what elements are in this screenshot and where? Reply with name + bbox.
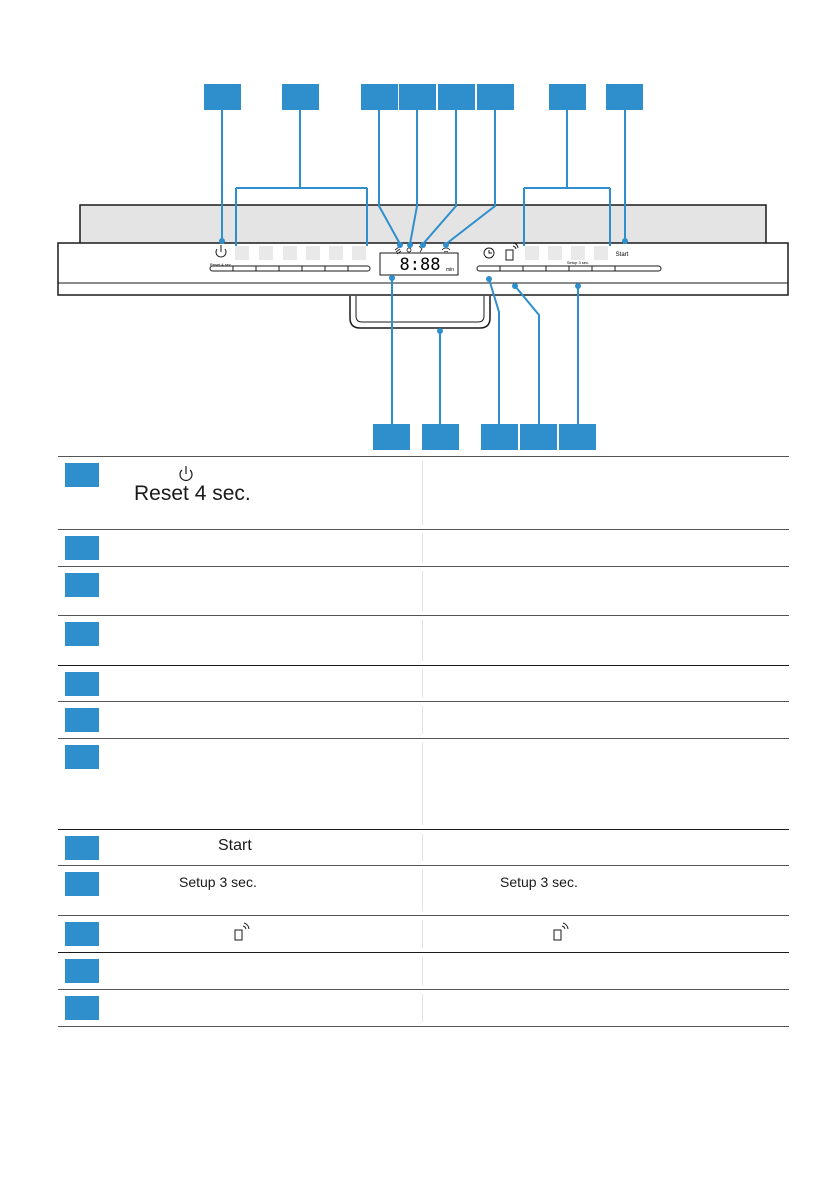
callout-13 [559,424,596,450]
remote-start-icon [233,922,251,947]
leader-dots [219,238,628,334]
callout-6 [477,84,514,110]
column-divider [422,571,423,611]
remote-start-icon [505,242,519,261]
column-divider [422,870,423,911]
start-label: Start [218,837,252,854]
column-divider [422,834,423,861]
callout-2 [282,84,319,110]
legend-row-4 [58,616,789,666]
display-unit: min [446,267,454,273]
option-button[interactable] [548,246,562,260]
callout-12 [65,996,99,1020]
callout-3 [65,573,99,597]
callout-10 [65,922,99,946]
callout-3 [361,84,398,110]
option-button[interactable] [571,246,585,260]
control-panel-diagram: Reset 4 sec. 8:88 min [57,84,789,450]
callout-2 [65,536,99,560]
legend-row-9: Setup 3 sec. Setup 3 sec. [58,866,789,916]
program-button[interactable] [329,246,343,260]
left-touch-bar-ticks [232,266,349,271]
column-divider [422,620,423,661]
callout-9 [65,872,99,896]
callout-7 [549,84,586,110]
legend-row-10 [58,916,789,953]
legend-row-5 [58,666,789,702]
column-divider [422,706,423,734]
door-handle-inner [355,296,485,323]
callout-8 [65,836,99,860]
callout-9 [373,424,410,450]
remote-start-icon-2 [552,922,570,947]
column-divider [422,957,423,985]
top-callouts [204,84,643,110]
legend-row-12 [58,990,789,1027]
callout-10 [422,424,459,450]
status-icons [394,245,451,255]
panel-reset-label: Reset 4 sec. [210,262,232,267]
power-icon [215,245,227,258]
column-divider [422,920,423,948]
callout-4 [65,622,99,646]
legend-row-3 [58,567,789,616]
callout-1 [65,463,99,487]
callout-7 [65,745,99,769]
option-button[interactable] [525,246,539,260]
callout-5 [438,84,475,110]
legend-row-8: Start [58,830,789,866]
legend-row-2 [58,530,789,567]
door-handle [349,296,491,329]
program-buttons [235,246,366,260]
panel-start-label: Start [616,252,629,258]
display [379,252,459,276]
legend-row-6 [58,702,789,739]
legend-row-1: Reset 4 sec. [58,456,789,530]
program-button[interactable] [259,246,273,260]
option-button[interactable] [594,246,608,260]
power-icon [178,465,194,488]
program-button[interactable] [306,246,320,260]
wifi-icon [441,247,451,253]
callout-8 [606,84,643,110]
column-divider [422,743,423,825]
display-digits: 8:88 [400,255,441,275]
legend-row-11 [58,953,789,990]
legend-table: Reset 4 sec. Start Setup 3 sec. Setup 3 … [58,456,789,1027]
callout-11 [65,959,99,983]
reset-label: Reset 4 sec. [134,482,251,505]
callout-11 [481,424,518,450]
column-divider [422,994,423,1022]
left-touch-bar [209,265,371,272]
bottom-callouts [373,424,596,450]
column-divider [422,461,423,525]
setup-label-2: Setup 3 sec. [500,874,578,890]
program-button[interactable] [352,246,366,260]
column-divider [422,534,423,562]
water-tap-icon [418,245,423,253]
callout-4 [399,84,436,110]
column-divider [422,670,423,697]
callout-12 [520,424,557,450]
leader-lines [221,110,626,424]
salt-icon [406,247,412,253]
panel-setup-label: Setup 3 sec. [567,260,589,265]
door-top [79,204,767,246]
right-touch-bar-ticks [499,266,616,271]
clock-icon [483,247,495,259]
callout-5 [65,672,99,696]
program-button[interactable] [283,246,297,260]
setup-label: Setup 3 sec. [179,874,257,890]
legend-row-7 [58,739,789,830]
callout-1 [204,84,241,110]
callout-6 [65,708,99,732]
program-button[interactable] [235,246,249,260]
rinse-aid-icon [394,246,402,255]
option-buttons [525,246,608,260]
